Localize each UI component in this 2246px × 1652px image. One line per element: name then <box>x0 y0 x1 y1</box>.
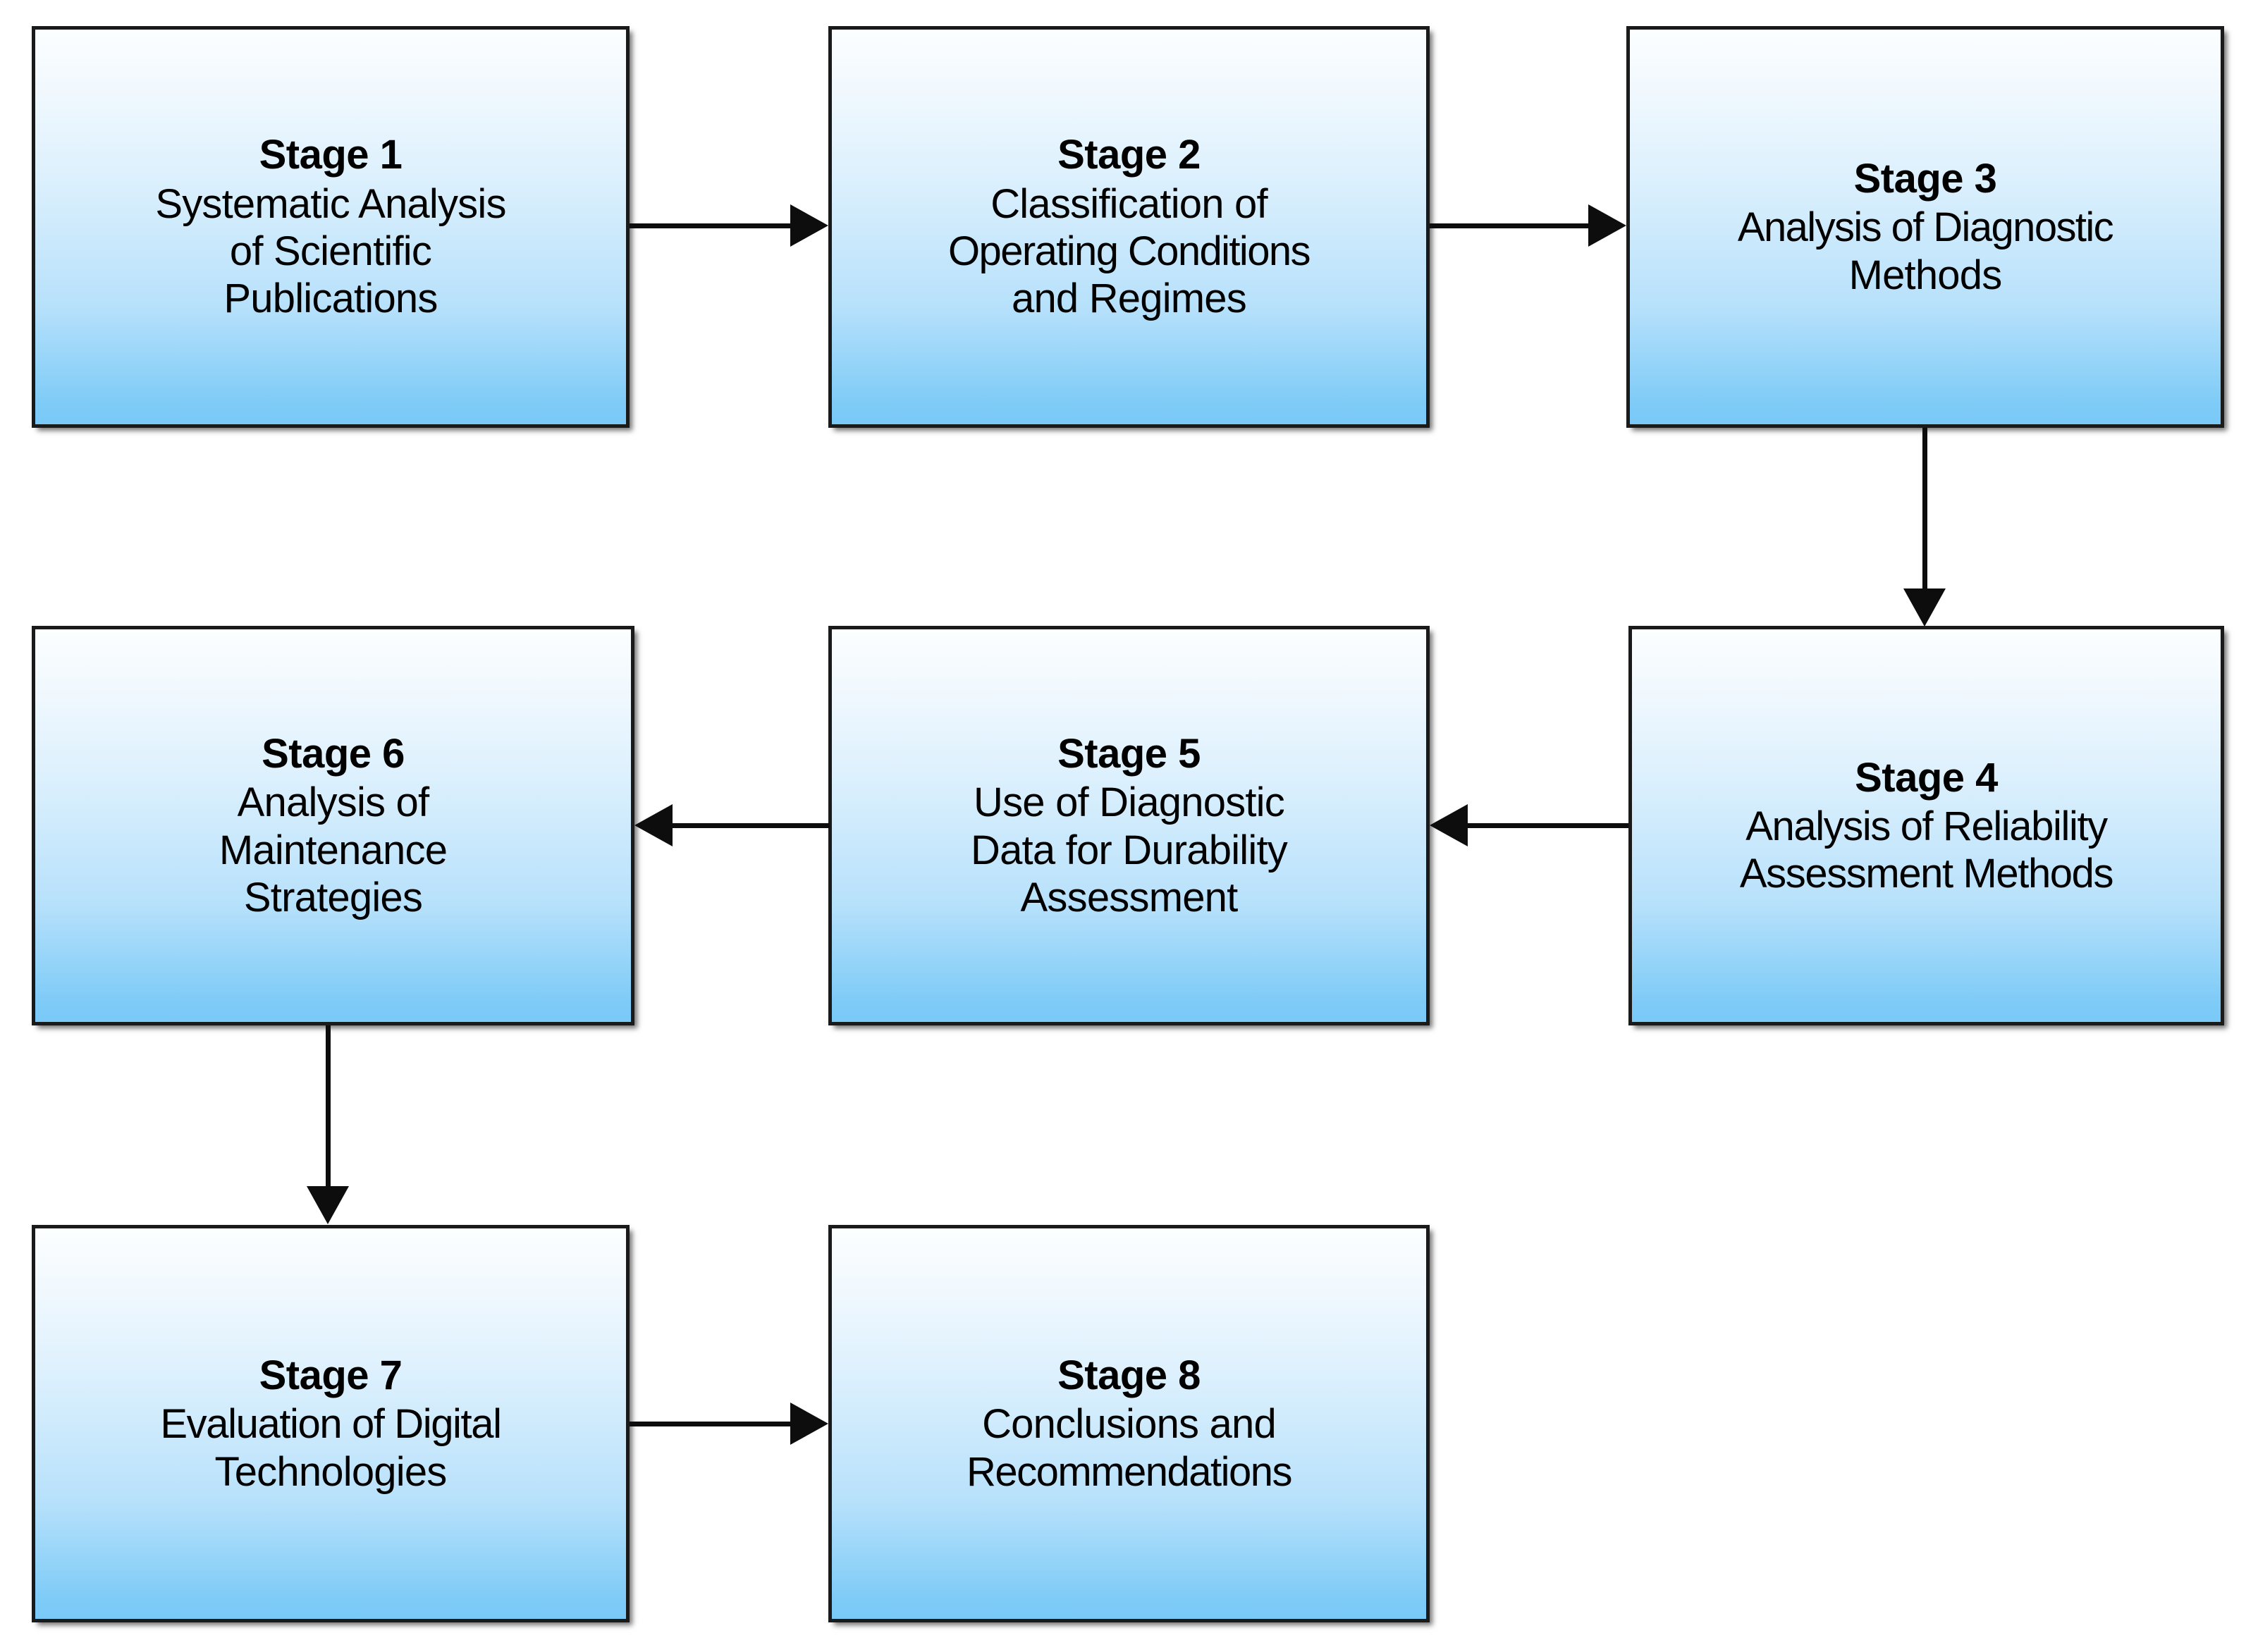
edge-stage2-to-stage3-arrowhead <box>1588 204 1626 247</box>
node-stage-2-line-2: Operating Conditions <box>948 228 1311 274</box>
node-stage-7-line-1: Evaluation of Digital <box>160 1401 502 1448</box>
node-stage-4-line-2: Assessment Methods <box>1739 851 2114 897</box>
node-stage-5-line-1: Use of Diagnostic <box>974 779 1285 826</box>
node-stage-7-line-2: Technologies <box>214 1448 448 1495</box>
node-stage-7[interactable]: Stage 7 Evaluation of Digital Technologi… <box>32 1225 630 1622</box>
node-stage-4[interactable]: Stage 4 Analysis of Reliability Assessme… <box>1628 626 2224 1025</box>
node-stage-3[interactable]: Stage 3 Analysis of Diagnostic Methods <box>1626 26 2224 428</box>
node-stage-1-title: Stage 1 <box>259 132 403 178</box>
edge-stage5-to-stage6-line <box>671 823 830 828</box>
node-stage-4-line-1: Analysis of Reliability <box>1745 803 2108 849</box>
node-stage-2[interactable]: Stage 2 Classification of Operating Cond… <box>828 26 1430 428</box>
node-stage-8-title: Stage 8 <box>1057 1352 1201 1399</box>
node-stage-3-title: Stage 3 <box>1853 156 1997 202</box>
node-stage-6-title: Stage 6 <box>262 730 405 777</box>
node-stage-1-line-3: Publications <box>223 276 438 322</box>
node-stage-2-line-3: and Regimes <box>1012 276 1247 322</box>
edge-stage6-to-stage7-arrowhead <box>307 1186 349 1224</box>
edge-stage2-to-stage3-line <box>1430 223 1590 228</box>
edge-stage3-to-stage4-arrowhead <box>1903 588 1946 627</box>
node-stage-7-title: Stage 7 <box>259 1352 403 1399</box>
node-stage-8-line-2: Recommendations <box>966 1448 1293 1495</box>
edge-stage3-to-stage4-line <box>1922 428 1927 590</box>
node-stage-6[interactable]: Stage 6 Analysis of Maintenance Strategi… <box>32 626 634 1025</box>
node-stage-6-line-3: Strategies <box>243 874 423 920</box>
node-stage-3-line-2: Methods <box>1848 252 2003 298</box>
node-stage-1-line-2: of Scientific <box>229 228 432 274</box>
node-stage-1[interactable]: Stage 1 Systematic Analysis of Scientifi… <box>32 26 630 428</box>
edge-stage1-to-stage2-line <box>630 223 792 228</box>
node-stage-3-line-1: Analysis of Diagnostic <box>1737 204 2114 251</box>
edge-stage7-to-stage8-line <box>630 1422 792 1426</box>
node-stage-5-line-2: Data for Durability <box>971 827 1288 873</box>
node-stage-6-line-1: Analysis of <box>237 779 429 826</box>
edge-stage4-to-stage5-arrowhead <box>1430 804 1468 846</box>
edge-stage7-to-stage8-arrowhead <box>790 1403 828 1445</box>
edge-stage6-to-stage7-line <box>326 1025 331 1188</box>
edge-stage5-to-stage6-arrowhead <box>634 804 673 846</box>
node-stage-5[interactable]: Stage 5 Use of Diagnostic Data for Durab… <box>828 626 1430 1025</box>
node-stage-5-title: Stage 5 <box>1057 730 1201 777</box>
edge-stage1-to-stage2-arrowhead <box>790 204 828 247</box>
node-stage-8-line-1: Conclusions and <box>982 1401 1277 1448</box>
node-stage-6-line-2: Maintenance <box>219 827 448 873</box>
node-stage-8[interactable]: Stage 8 Conclusions and Recommendations <box>828 1225 1430 1622</box>
node-stage-2-line-1: Classification of <box>990 180 1268 227</box>
node-stage-4-title: Stage 4 <box>1855 754 1998 801</box>
node-stage-2-title: Stage 2 <box>1057 132 1201 178</box>
edge-stage4-to-stage5-line <box>1466 823 1628 828</box>
node-stage-1-line-1: Systematic Analysis <box>155 180 506 227</box>
node-stage-5-line-3: Assessment <box>1020 874 1239 920</box>
